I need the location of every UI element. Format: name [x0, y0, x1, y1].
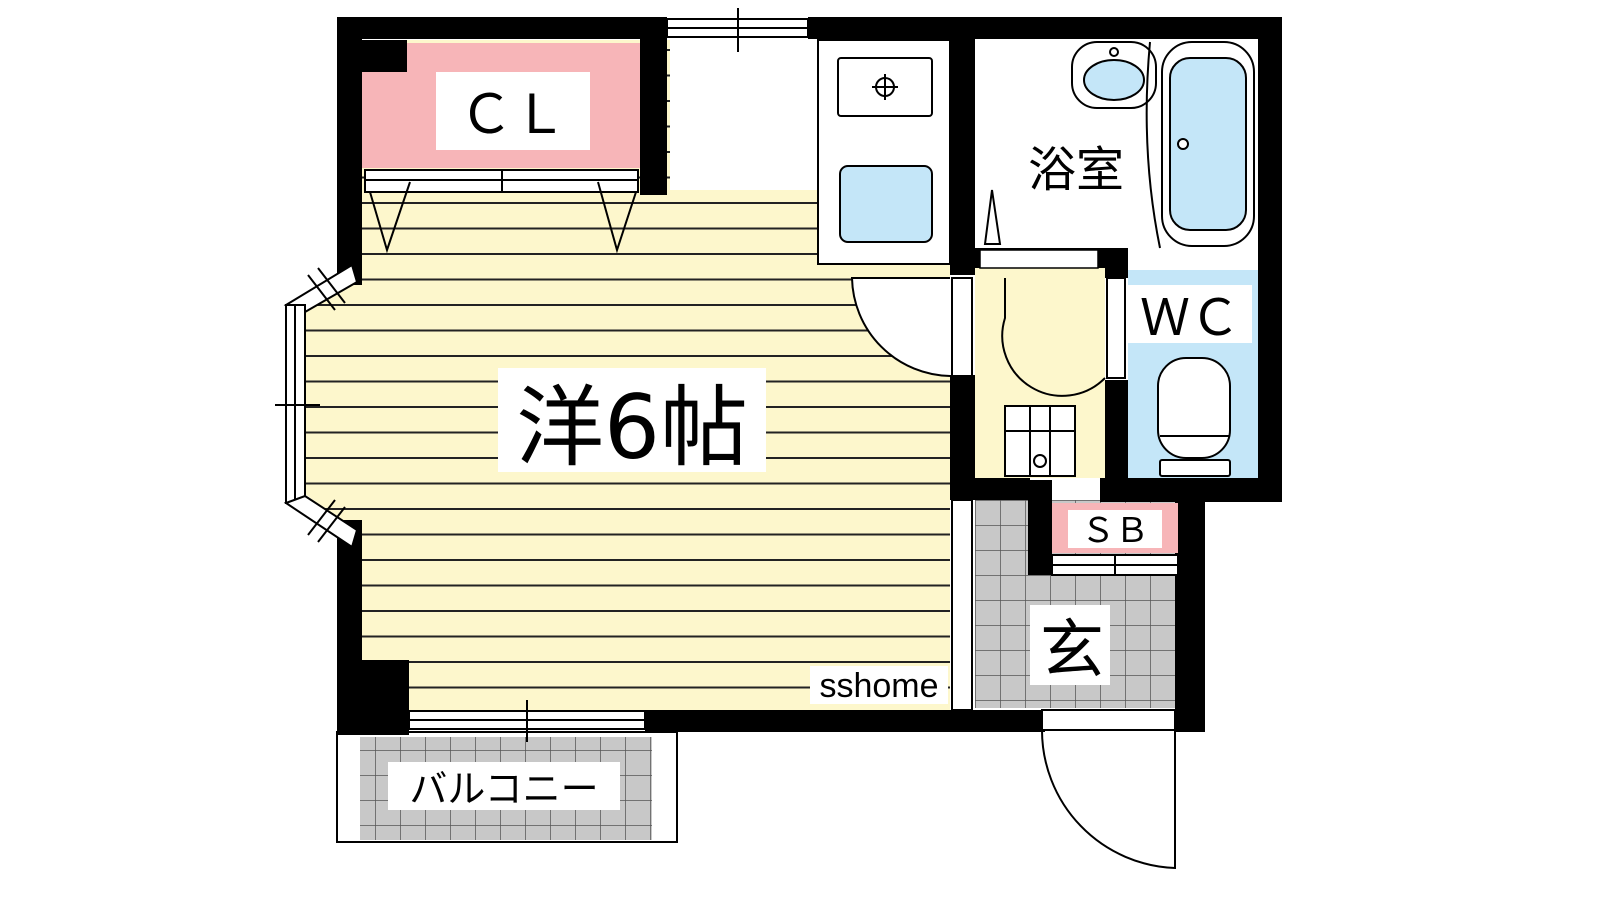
bathroom-fixtures — [983, 41, 1255, 249]
walls — [337, 17, 1282, 735]
toilet-label-bg — [1128, 285, 1252, 343]
closet-label-bg — [436, 72, 590, 150]
front-door-swing — [1041, 729, 1176, 870]
bath-door-swing — [1001, 278, 1106, 397]
western-room-label: 洋6帖 — [516, 376, 748, 479]
western-room-label-bg — [498, 368, 766, 472]
kitchen-counter — [817, 39, 951, 265]
entrance-label: 玄 — [1040, 614, 1104, 688]
toilet-label: ＷＣ — [1140, 289, 1240, 347]
room-door-swing — [850, 277, 951, 377]
balcony-railing — [336, 731, 678, 843]
front-door-frame — [1041, 709, 1176, 731]
bathroom-label: 浴室 — [1028, 142, 1124, 198]
closet-label: ＣＬ — [459, 83, 567, 146]
windows — [275, 8, 809, 742]
balcony-label-bg — [388, 762, 620, 810]
shoe-box-label: ＳＢ — [1081, 511, 1149, 551]
kitchen-sink — [839, 165, 933, 243]
toilet-fixture — [1157, 357, 1231, 477]
watermark: sshome — [819, 667, 938, 705]
balcony-label: バルコニー — [409, 767, 598, 811]
shoe-box-doors — [1051, 554, 1179, 576]
entrance-label-bg — [1030, 605, 1110, 685]
closet-doors — [364, 169, 639, 254]
washer-pan — [1004, 405, 1076, 477]
watermark-bg — [810, 666, 948, 704]
